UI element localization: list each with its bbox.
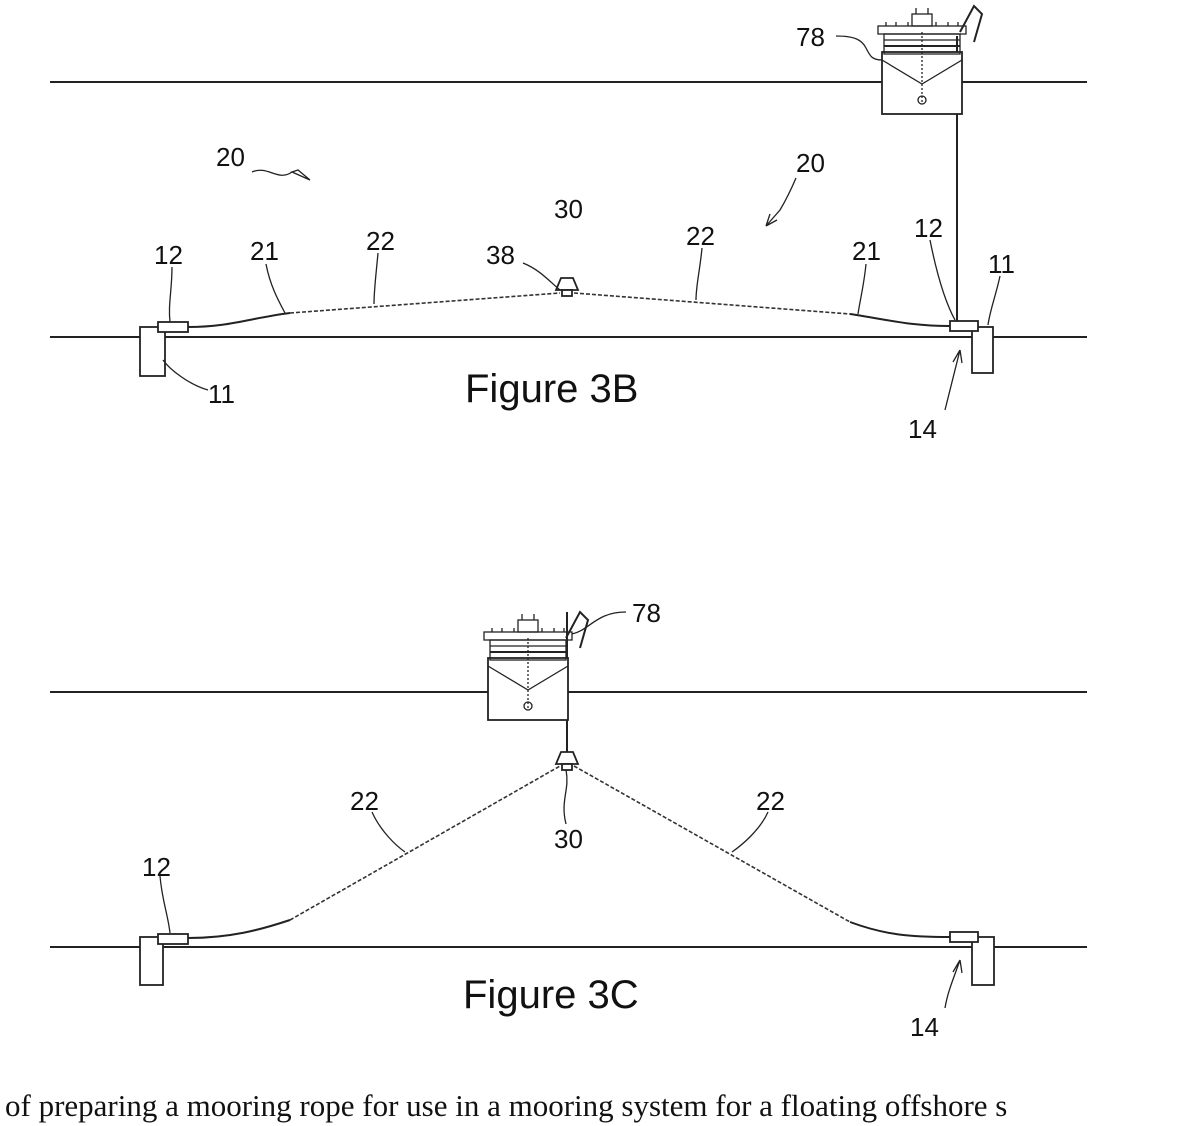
label-78: 78 [632,598,661,628]
label-21-left: 21 [250,236,279,266]
label-38: 38 [486,240,515,270]
leader-30 [564,770,567,824]
rope-left [290,293,560,313]
leader-78 [572,612,626,634]
leader-11-left [163,360,208,390]
leader-22-right [696,248,702,300]
connector-right [950,932,978,942]
connector-right [950,321,978,331]
arrow-14-icon [945,960,962,1008]
leader-21-right [858,264,866,314]
leader-22-left [372,812,405,852]
leader-12 [160,876,170,933]
figure-3c: 78 22 22 30 12 14 Figure 3C [50,598,1087,1042]
label-30: 30 [554,194,583,224]
label-22-right: 22 [686,221,715,251]
leader-12-left [169,267,172,322]
leader-21-left [266,264,285,313]
chain-right [850,314,950,326]
leader-12-right [930,240,955,320]
label-12-left: 12 [154,240,183,270]
anchor-right [972,937,994,985]
chain-left [188,920,290,938]
leader-11-right [988,276,1000,325]
leader-38 [523,263,560,290]
anchor-left [140,327,165,376]
leader-78 [836,36,882,60]
label-11-right: 11 [988,249,1015,279]
label-21-right: 21 [852,236,881,266]
chain-right [850,922,950,937]
connector-left [158,934,188,944]
rope-right [574,766,850,922]
label-30: 30 [554,824,583,854]
label-20-left: 20 [216,142,245,172]
label-22-right: 22 [756,786,785,816]
figure-3c-title: Figure 3C [463,973,639,1017]
vessel [484,612,588,720]
vessel [878,6,982,114]
leader-22-right [732,812,768,852]
label-11-left: 11 [208,379,235,409]
leader-22-left [374,253,378,304]
connector-left [158,322,188,332]
label-20-right: 20 [796,148,825,178]
arrow-20-left-icon [252,170,310,180]
rope-right [574,293,850,314]
label-22-left: 22 [350,786,379,816]
caption-text: of preparing a mooring rope for use in a… [5,1088,1007,1124]
label-14: 14 [910,1012,939,1042]
chain-left [188,313,290,327]
label-14: 14 [908,414,937,444]
arrow-20-right-icon [766,178,796,226]
label-12: 12 [142,852,171,882]
rope-left [290,766,560,920]
arrow-14-icon [945,350,962,410]
label-12-right: 12 [914,213,943,243]
anchor-right [972,327,993,373]
figure-3b-title: Figure 3B [465,367,638,411]
label-78: 78 [796,22,825,52]
label-22-left: 22 [366,226,395,256]
figure-3b: 78 20 20 30 38 12 21 22 22 21 12 11 11 1… [50,6,1087,444]
